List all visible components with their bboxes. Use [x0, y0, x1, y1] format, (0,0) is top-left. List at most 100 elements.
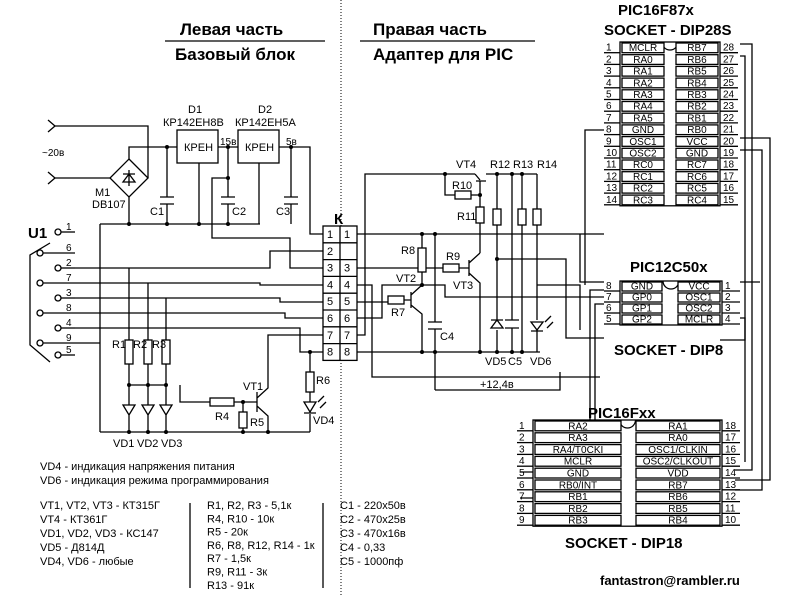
r12-label: R12	[490, 159, 510, 171]
c3-label: C3	[276, 206, 290, 218]
d2-label: D2	[258, 104, 272, 116]
pin-number: 16	[725, 444, 737, 455]
ac-voltage-label: ~20в	[42, 148, 64, 159]
pin-name: RB3	[687, 90, 707, 101]
pin-number: 11	[606, 160, 617, 171]
pin-name: RA3	[568, 433, 588, 444]
r2-label: R2	[133, 339, 147, 351]
pin-name: RB5	[687, 67, 707, 78]
resistor-r1	[124, 339, 134, 365]
r8-label: R8	[401, 245, 415, 257]
voltage-5v-label: 5в	[286, 137, 297, 148]
u1-pin-number: 9	[66, 333, 72, 344]
note-semiconductors: VT4 - КТ361Г	[40, 514, 107, 526]
k-left-pin: 2	[327, 246, 333, 258]
pin-name: RC1	[633, 172, 653, 183]
pin-name: RB7	[687, 43, 707, 54]
r6-label: R6	[316, 375, 330, 387]
r14-label: R14	[537, 159, 557, 171]
d1-part: КР142ЕН8В	[163, 117, 224, 129]
k-right-pin: 7	[344, 330, 350, 342]
u1-pin-number: 3	[66, 288, 72, 299]
pin-name: RA1	[668, 421, 688, 432]
u1-pin-number: 8	[66, 303, 72, 314]
pin-name: RA3	[633, 90, 653, 101]
pin-number: 2	[606, 54, 612, 65]
k-right-pin: 5	[344, 296, 350, 308]
d2-part: КР142ЕН5А	[235, 117, 296, 129]
pin-number: 18	[725, 421, 737, 432]
pin-number: 14	[606, 195, 618, 206]
resistor-r8	[417, 247, 427, 273]
transistor-vt1	[256, 334, 323, 432]
pin-name: RB0/INT	[559, 480, 597, 491]
pin-number: 17	[723, 171, 735, 182]
resistor-r5	[238, 411, 248, 429]
resistor-r12	[492, 208, 502, 226]
note-capacitors: C4 - 0,33	[340, 542, 385, 554]
vd2-label: VD2	[137, 438, 158, 450]
pin-name: GP0	[632, 293, 652, 304]
pin-name: RC6	[687, 172, 707, 183]
resistor-r7	[387, 295, 405, 305]
pin-name: MCLR	[685, 315, 713, 326]
pin-number: 2	[725, 292, 731, 303]
k-right-pin: 3	[344, 263, 350, 275]
note-resistors: R4, R10 - 10к	[207, 513, 274, 525]
pin-name: RB6	[668, 492, 688, 503]
note-resistors: R5 - 20к	[207, 527, 248, 539]
r9-label: R9	[446, 251, 460, 263]
pin-name: RA2	[568, 421, 588, 432]
u1-label: U1	[28, 225, 47, 242]
r1-label: R1	[112, 339, 126, 351]
pin-number: 25	[723, 78, 735, 89]
author-email: fantastron@rambler.ru	[600, 573, 740, 588]
note-resistors: R13 - 91к	[207, 580, 254, 592]
socket-dip18: PIC16Fxx SOCKET - DIP18	[565, 405, 683, 552]
pin-name: MCLR	[629, 43, 657, 54]
k-left-pin: 5	[327, 296, 333, 308]
pin-name: OSC2/CLKOUT	[643, 457, 714, 468]
pin-name: RB3	[568, 516, 588, 527]
pin-name: VDD	[667, 469, 688, 480]
k-left-pin: 7	[327, 330, 333, 342]
note-semiconductors: VD4, VD6 - любые	[40, 556, 134, 568]
note-vd6: VD6 - индикация режима программирования	[40, 475, 269, 487]
pin-name: OSC1	[629, 137, 657, 148]
r3-label: R3	[152, 339, 166, 351]
resistor-r11	[475, 206, 485, 224]
dip18-pin-left: RA2 1	[517, 420, 622, 432]
resistor-r4	[209, 397, 235, 407]
power-supply: ~20в M1 DB107 КРЕН КРЕН D1 КР142ЕН8В D2 …	[42, 104, 323, 269]
pin-number: 6	[606, 101, 612, 112]
pin-name: VCC	[688, 282, 709, 293]
pin-number: 24	[723, 90, 735, 101]
pin-name: RA4/T0CKI	[553, 445, 604, 456]
pin-number: 4	[725, 314, 731, 325]
pin-number: 1	[519, 421, 525, 432]
u1-pin: 8	[36, 303, 75, 317]
u1-pin-number: 2	[66, 258, 72, 269]
u1-pin-number: 6	[66, 243, 72, 254]
pin-number: 7	[519, 492, 525, 503]
pin-number: 28	[723, 43, 735, 54]
pin-number: 5	[606, 90, 612, 101]
dip8-title: PIC12C50x	[630, 259, 708, 276]
k-left-pin: 3	[327, 263, 333, 275]
pin-name: RC2	[633, 184, 653, 195]
pin-number: 12	[725, 492, 737, 503]
